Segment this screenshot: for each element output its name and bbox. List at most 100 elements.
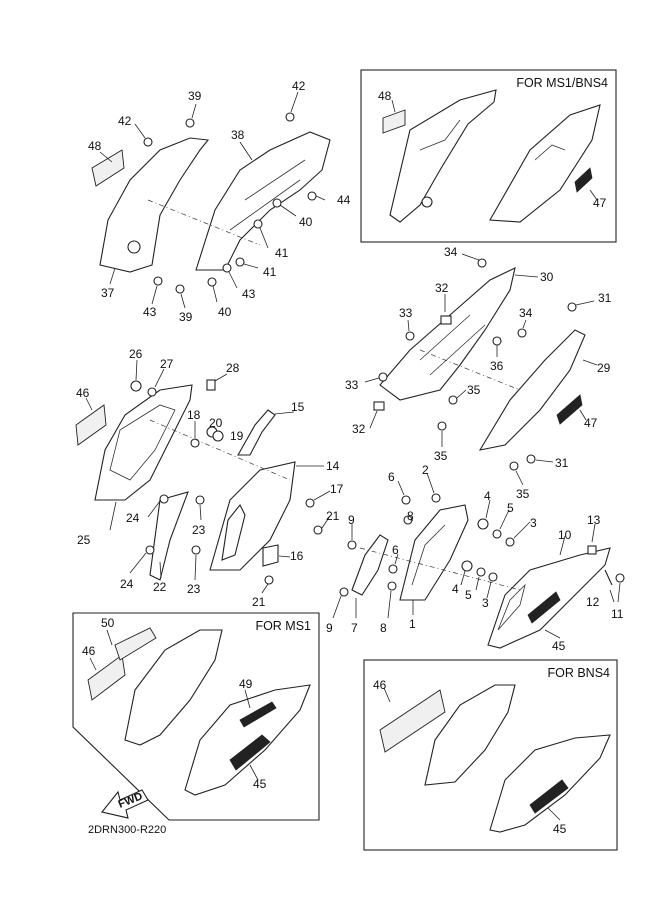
leader-33-top <box>407 319 410 332</box>
callout-45: 45 <box>553 822 567 836</box>
assembly-line-3 <box>149 419 291 481</box>
callout-3: 3 <box>530 516 537 530</box>
callout-48-inset: 48 <box>378 89 392 103</box>
leader-42-right <box>290 91 299 113</box>
bolt-42-left <box>143 137 153 147</box>
bolt-2 <box>431 493 441 503</box>
callout-23: 23 <box>187 582 201 596</box>
bracket-38-detail <box>229 159 306 231</box>
leader-50 <box>106 629 113 646</box>
leader-25 <box>109 501 117 531</box>
washer-8-lower <box>387 581 397 591</box>
group-left-middle: 26 27 28 46 15 18 20 19 14 17 24 23 21 2… <box>75 347 344 609</box>
callout-13: 13 <box>587 513 601 527</box>
leader-47 <box>579 409 587 421</box>
bolt-39-top <box>185 118 195 128</box>
emblem-47-shape <box>556 394 583 425</box>
leader-23-lower <box>194 554 197 581</box>
callout-32: 32 <box>352 422 366 436</box>
leader-40-lower <box>212 285 218 303</box>
callout-45: 45 <box>253 777 267 791</box>
callout-50: 50 <box>101 616 115 630</box>
screw-17 <box>305 498 315 508</box>
inset-title: FOR BNS4 <box>547 666 610 680</box>
cover-detail-2 <box>534 144 566 161</box>
bolt-26 <box>130 380 142 392</box>
callout-43: 43 <box>242 287 256 301</box>
leader-34-top <box>461 253 480 261</box>
callout-31: 31 <box>555 456 569 470</box>
callout-8: 8 <box>407 509 414 523</box>
leader-3-upper <box>513 521 531 539</box>
damper-4-upper <box>477 518 489 530</box>
leader-33-lower <box>364 377 380 383</box>
callout-29: 29 <box>597 361 611 375</box>
leader-17 <box>313 490 331 501</box>
leader-21-lower <box>261 583 269 594</box>
cover-detail <box>419 119 461 151</box>
bolt-43-lower <box>153 276 163 286</box>
callout-5: 5 <box>465 588 472 602</box>
leader-27 <box>154 368 165 388</box>
washer-41-b <box>235 257 245 267</box>
group-right-lower: 2 6 4 5 3 8 9 10 13 6 4 5 3 9 7 8 1 12 1… <box>326 463 625 653</box>
cover-inset-b-logo <box>229 734 271 771</box>
leader-29 <box>582 359 598 366</box>
inset-title: FOR MS1/BNS4 <box>516 76 608 90</box>
clip-13 <box>587 545 597 555</box>
callout-31: 31 <box>598 291 612 305</box>
bracket-1-shape <box>399 504 469 601</box>
callout-46: 46 <box>82 644 96 658</box>
leader-6-lower <box>394 553 399 565</box>
callout-3: 3 <box>482 596 489 610</box>
leader-24-lower <box>129 552 147 574</box>
bracket-30-detail <box>419 314 486 376</box>
callout-35: 35 <box>434 449 448 463</box>
callout-48: 48 <box>88 139 102 153</box>
damper-19 <box>212 430 224 442</box>
callout-22: 22 <box>153 580 167 594</box>
decal-46-shape <box>379 689 446 753</box>
callout-9: 9 <box>326 621 333 635</box>
callout-7: 7 <box>351 621 358 635</box>
callout-34: 34 <box>519 306 533 320</box>
pipe-15-shape <box>237 409 276 456</box>
leader-35-a <box>456 389 467 399</box>
cover-37-shape <box>99 137 210 273</box>
group-right-middle: 34 30 31 32 33 34 36 29 33 35 32 47 35 3… <box>345 245 612 501</box>
leader-31-lower <box>535 459 554 463</box>
leader-4-upper <box>485 499 491 519</box>
leader-16 <box>278 555 291 558</box>
washer-27 <box>147 387 157 397</box>
leader-6-upper <box>397 480 405 496</box>
inset-ms1-bns4: FOR MS1/BNS4 48 47 <box>360 69 617 243</box>
leader-48 <box>99 151 113 163</box>
leader-40-right <box>279 204 297 217</box>
leader-30 <box>514 274 539 278</box>
strip-22-shape <box>149 491 189 581</box>
collar-5-lower <box>476 567 486 577</box>
bolt-35-b <box>437 421 447 431</box>
leader-22 <box>159 561 162 579</box>
bolt-43-mid <box>222 263 232 273</box>
bolt-44 <box>307 191 317 201</box>
callout-4: 4 <box>452 582 459 596</box>
callout-40: 40 <box>218 305 232 319</box>
callout-37: 37 <box>101 286 115 300</box>
leader-49 <box>244 689 251 709</box>
leader-35-c <box>515 470 524 486</box>
leader-2 <box>426 472 435 494</box>
callout-47: 47 <box>584 416 598 430</box>
callout-45: 45 <box>552 639 566 653</box>
inset-frame <box>72 612 320 821</box>
callout-35: 35 <box>516 487 530 501</box>
leader-46 <box>383 687 391 703</box>
callout-10: 10 <box>558 528 572 542</box>
bolt-34-right <box>517 328 527 338</box>
decal-50-shape <box>114 627 157 661</box>
side-cover-left-outline <box>389 89 497 223</box>
leader-45 <box>544 629 561 639</box>
callout-4: 4 <box>484 489 491 503</box>
leader-21-upper <box>321 515 331 529</box>
callout-11: 11 <box>611 607 624 621</box>
